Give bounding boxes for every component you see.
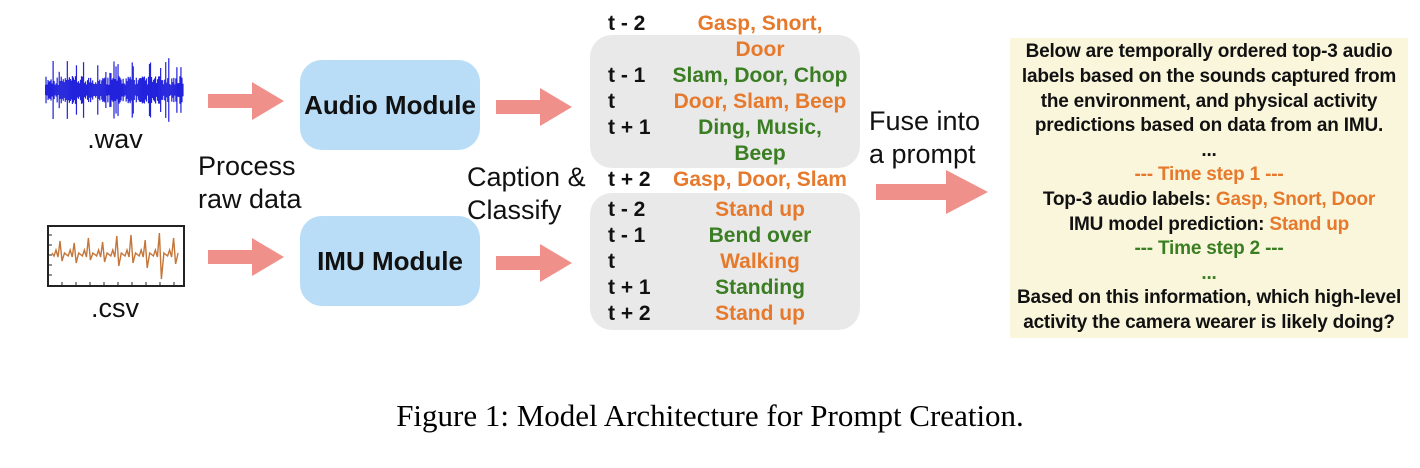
time-label: t + 2: [608, 301, 651, 325]
prompt-audio-labels-line: Top-3 audio labels: Gasp, Snort, Door: [1043, 188, 1375, 213]
time-label: t: [608, 89, 615, 113]
prompt-line: Below are temporally ordered top-3 audio: [1025, 41, 1393, 63]
csv-file-label: .csv: [90, 293, 139, 323]
fuse-into-prompt-label: Fuse into a prompt: [869, 105, 980, 171]
prompt-question-line: activity the camera wearer is likely doi…: [1023, 311, 1395, 333]
audio-output-row: t + 1 Ding, Music, Beep: [608, 115, 860, 167]
prompt-imu-value: Stand up: [1269, 213, 1350, 235]
imu-output-row: t - 2 Stand up: [608, 197, 860, 223]
prompt-audio-labels-prefix: Top-3 audio labels:: [1042, 189, 1216, 210]
imu-module-box: IMU Module: [300, 216, 480, 306]
imu-output-row: t - 1 Bend over: [608, 223, 860, 249]
caption-classify-line1: Caption &: [467, 162, 586, 192]
prompt-line: predictions based on data from an IMU.: [1034, 115, 1384, 137]
arrow-csv-to-imu-module-icon: [208, 238, 284, 276]
audio-labels-output-box: t - 2 Gasp, Snort, Door t - 1 Slam, Door…: [590, 12, 860, 191]
prompt-text-box: Below are temporally ordered top-3 audio…: [1010, 38, 1408, 338]
wav-file-label: .wav: [87, 124, 143, 154]
time-label: t - 1: [608, 223, 646, 247]
figure-caption: Figure 1: Model Architecture for Prompt …: [396, 398, 1024, 433]
fuse-label-line2: a prompt: [869, 139, 976, 169]
imu-prediction-value: Stand up: [715, 301, 805, 325]
time-label: t + 1: [608, 115, 651, 139]
time-label: t - 2: [608, 11, 646, 35]
arrow-audio-module-to-labels-icon: [496, 88, 572, 126]
arrow-wav-to-audio-module-icon: [208, 82, 284, 120]
prompt-line: the environment, and physical activity: [1040, 90, 1378, 112]
prompt-timestep2-header: --- Time step 2 ---: [1134, 238, 1284, 260]
waveform-icon: [44, 58, 184, 122]
imu-prediction-value: Walking: [720, 249, 800, 273]
caption-classify-label: Caption & Classify: [467, 161, 586, 227]
imu-prediction-value: Stand up: [715, 197, 805, 221]
prompt-audio-labels-value: Gasp, Snort, Door: [1215, 189, 1376, 210]
arrow-fuse-to-prompt-icon: [876, 170, 988, 214]
imu-signal-image: [47, 225, 185, 287]
arrow-imu-module-to-labels-icon: [496, 244, 572, 282]
audio-labels-value: Door, Slam, Beep: [673, 89, 847, 113]
time-label: t - 1: [608, 63, 646, 87]
process-label-line2: raw data: [198, 184, 302, 214]
time-label: t + 2: [608, 167, 651, 191]
imu-prediction-value: Bend over: [708, 223, 812, 247]
imu-output-row: t + 2 Stand up: [608, 301, 860, 327]
audio-waveform-image: [44, 57, 185, 123]
audio-output-row: t Door, Slam, Beep: [608, 89, 860, 115]
audio-module-box: Audio Module: [300, 60, 480, 150]
prompt-line: labels based on the sounds captured from: [1021, 66, 1397, 88]
audio-labels-value: Slam, Door, Chop: [672, 63, 848, 87]
audio-output-row: t - 2 Gasp, Snort, Door: [608, 11, 860, 63]
imu-output-row: t + 1 Standing: [608, 275, 860, 301]
process-label-line1: Process: [198, 151, 296, 181]
audio-output-row: t - 1 Slam, Door, Chop: [608, 63, 860, 89]
imu-signal-icon: [49, 232, 179, 285]
imu-prediction-value: Standing: [715, 275, 805, 299]
prompt-ellipsis: ...: [1201, 262, 1217, 284]
audio-output-row: t + 2 Gasp, Door, Slam: [608, 167, 860, 193]
prompt-imu-line: IMU model prediction: Stand up: [1069, 213, 1349, 238]
prompt-timestep1-header: --- Time step 1 ---: [1134, 164, 1284, 186]
process-raw-data-label: Process raw data: [198, 150, 302, 216]
caption-classify-line2: Classify: [467, 195, 562, 225]
audio-labels-value: Ding, Music, Beep: [698, 115, 822, 165]
prompt-question-line: Based on this information, which high-le…: [1016, 287, 1402, 309]
prompt-ellipsis: ...: [1201, 139, 1217, 161]
prompt-imu-prefix: IMU model prediction:: [1068, 213, 1270, 235]
time-label: t + 1: [608, 275, 651, 299]
time-label: t - 2: [608, 197, 646, 221]
imu-output-row: t Walking: [608, 249, 860, 275]
audio-labels-value: Gasp, Door, Slam: [673, 167, 847, 191]
audio-labels-value: Gasp, Snort, Door: [697, 11, 823, 61]
fuse-label-line1: Fuse into: [869, 106, 981, 136]
imu-predictions-output-box: t - 2 Stand up t - 1 Bend over t Walking…: [590, 193, 860, 330]
time-label: t: [608, 249, 615, 273]
